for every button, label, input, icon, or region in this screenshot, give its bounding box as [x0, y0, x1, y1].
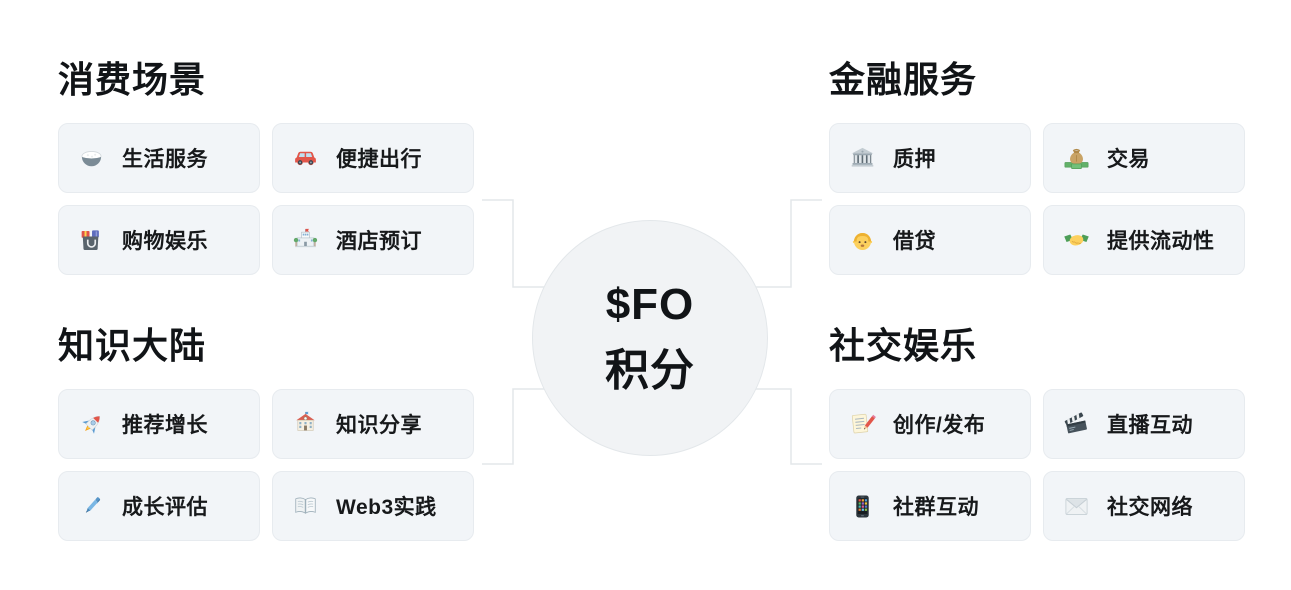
car-icon — [292, 145, 319, 172]
open-book-icon — [292, 493, 319, 520]
section-title-consumption: 消费场景 — [58, 59, 207, 100]
hotel-icon — [292, 227, 319, 254]
node-hotel-booking: 酒店预订 — [272, 205, 474, 275]
node-label: 社群互动 — [893, 496, 979, 519]
section-title-finance: 金融服务 — [829, 59, 978, 100]
section-consumption: 消费场景 生活服务 — [58, 58, 474, 275]
node-trading: 交易 — [1043, 123, 1245, 193]
node-live-interaction: 直播互动 — [1043, 389, 1245, 459]
node-label: 生活服务 — [122, 148, 208, 171]
node-lending: 借贷 — [829, 205, 1031, 275]
school-icon — [292, 411, 319, 438]
center-token-label: 积分 — [605, 346, 695, 395]
node-referral-growth: 推荐增长 — [58, 389, 260, 459]
connector-bottom-right — [756, 388, 822, 465]
node-label: 提供流动性 — [1107, 230, 1215, 253]
node-growth-assessment: 成长评估 — [58, 471, 260, 541]
section-knowledge: 知识大陆 推荐增长 — [58, 324, 474, 541]
node-label: 知识分享 — [336, 414, 422, 437]
node-label: 社交网络 — [1107, 496, 1193, 519]
clapperboard-icon — [1063, 411, 1090, 438]
mobile-phone-icon — [849, 493, 876, 520]
node-web3-practice: Web3实践 — [272, 471, 474, 541]
node-label: Web3实践 — [336, 496, 437, 519]
node-label: 质押 — [893, 148, 936, 171]
node-label: 创作/发布 — [893, 414, 986, 437]
section-title-knowledge: 知识大陆 — [58, 325, 207, 366]
node-convenient-travel: 便捷出行 — [272, 123, 474, 193]
person-icon — [849, 227, 876, 254]
shopping-bags-icon — [78, 227, 105, 254]
node-label: 直播互动 — [1107, 414, 1193, 437]
section-title-social: 社交娱乐 — [829, 325, 978, 366]
section-social: 社交娱乐 — [829, 324, 1245, 541]
connector-bottom-left — [482, 388, 544, 465]
pen-icon — [78, 493, 105, 520]
node-shopping-entertainment: 购物娱乐 — [58, 205, 260, 275]
node-life-services: 生活服务 — [58, 123, 260, 193]
node-staking: 质押 — [829, 123, 1031, 193]
node-label: 推荐增长 — [122, 414, 208, 437]
memo-pencil-icon — [849, 411, 876, 438]
center-token-symbol: $FO — [605, 280, 695, 329]
node-label: 便捷出行 — [336, 148, 422, 171]
center-node: $FO 积分 — [532, 220, 768, 456]
handshake-icon — [1063, 227, 1090, 254]
node-community-interaction: 社群互动 — [829, 471, 1031, 541]
connector-top-left — [482, 199, 544, 288]
node-label: 购物娱乐 — [122, 230, 208, 253]
section-finance: 金融服务 质押 — [829, 58, 1245, 275]
rice-bowl-icon — [78, 145, 105, 172]
node-label: 借贷 — [893, 230, 936, 253]
node-label: 交易 — [1107, 148, 1150, 171]
node-social-network: 社交网络 — [1043, 471, 1245, 541]
envelope-icon — [1063, 493, 1090, 520]
node-knowledge-sharing: 知识分享 — [272, 389, 474, 459]
node-label: 成长评估 — [122, 496, 208, 519]
connector-top-right — [756, 199, 822, 288]
rocket-icon — [78, 411, 105, 438]
bank-icon — [849, 145, 876, 172]
node-create-publish: 创作/发布 — [829, 389, 1031, 459]
node-provide-liquidity: 提供流动性 — [1043, 205, 1245, 275]
node-label: 酒店预订 — [336, 230, 422, 253]
money-bag-icon — [1063, 145, 1090, 172]
